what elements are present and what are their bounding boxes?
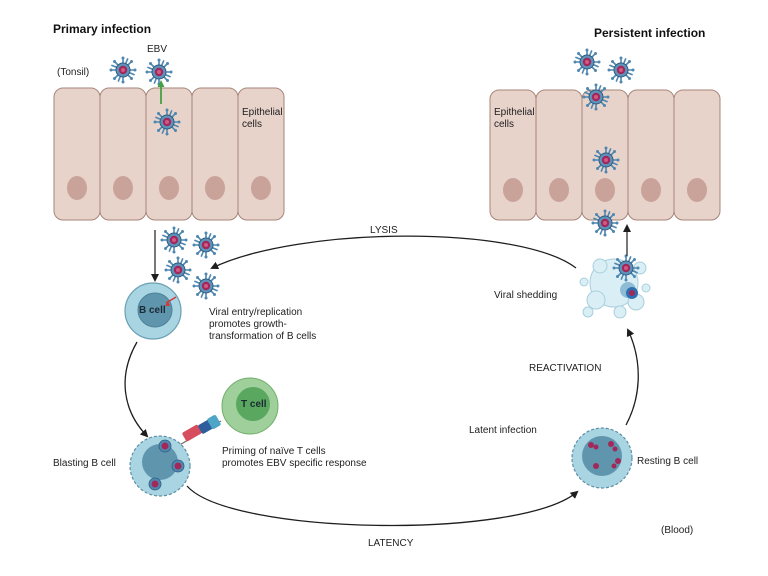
persistent-infection-title: Persistent infection [594,26,706,40]
blood-label: (Blood) [661,525,694,536]
virus-icon [160,226,188,254]
resting-b-cell-label: Resting B cell [637,456,699,467]
b-cell [124,282,182,340]
reactivation-arrow [625,328,639,426]
latency-label: LATENCY [368,538,414,549]
tonsil-label: (Tonsil) [57,67,90,78]
lysis-label: LYSIS [370,225,398,236]
resting-b-cell [571,427,633,489]
t-cell [221,377,279,435]
b-cell-label: B cell [139,305,166,316]
virus-icon [607,56,635,84]
reactivation-label: REACTIVATION [529,363,602,374]
priming-label: Priming of naïve T cells promotes EBV sp… [222,446,367,469]
virus-icon [109,56,137,84]
lysis-arrow [210,235,577,270]
viral-entry-label: Viral entry/replication promotes growth-… [209,307,317,342]
virus-icon [592,146,620,174]
viral-shedding-label: Viral shedding [494,290,558,301]
transformation-arrow [124,341,149,438]
virus-icon [153,108,181,136]
ebv-label: EBV [147,44,168,55]
epithelial-cells-label-right: Epithelial cells [494,107,535,130]
latency-arrow [186,485,579,527]
virus-icon [192,272,220,300]
virus-icon [612,254,640,282]
receptor-complex [175,415,222,448]
virus-icon [145,58,173,86]
epithelium-left [53,87,285,221]
virus-icon [192,231,220,259]
virus-icon [582,83,610,111]
primary-infection-title: Primary infection [53,22,152,36]
blasting-b-cell-label: Blasting B cell [53,458,116,469]
virus-icon [573,48,601,76]
blasting-b-cell [129,435,191,497]
latent-infection-label: Latent infection [469,425,537,436]
virus-icon [591,209,619,237]
virus-icon [164,256,192,284]
epithelial-cells-label-left: Epithelial cells [242,107,283,130]
t-cell-label: T cell [241,399,267,410]
